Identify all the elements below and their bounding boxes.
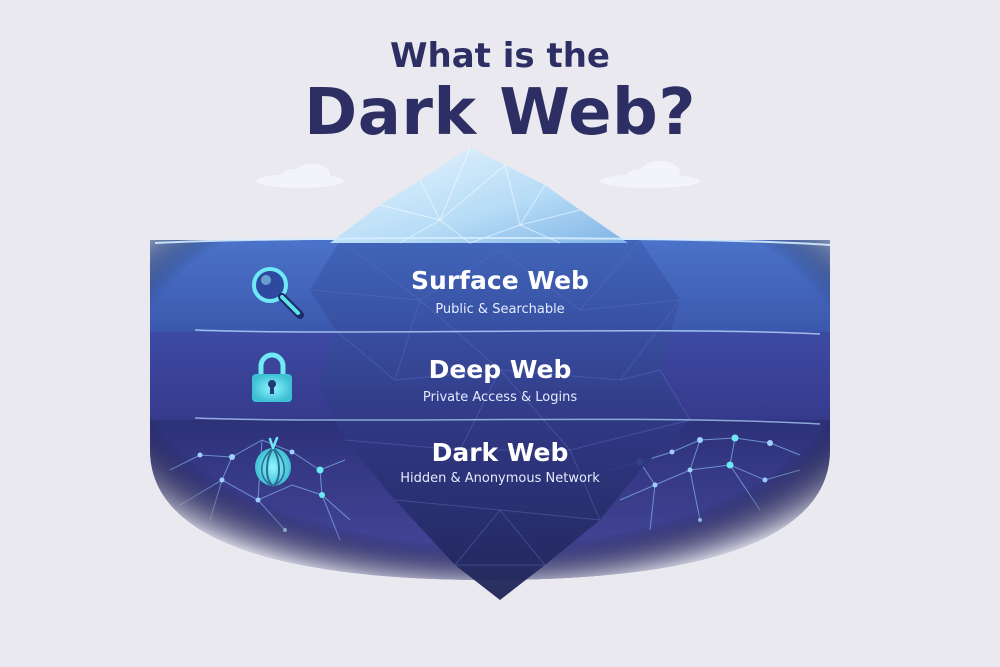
magnifier-icon (252, 267, 304, 319)
divider-deep-dark (194, 417, 821, 425)
deep-web-title: Deep Web (428, 355, 572, 384)
title-line-1: What is the (390, 36, 610, 76)
dark-web-subtitle: Hidden & Anonymous Network (400, 471, 600, 486)
surface-web-title: Surface Web (411, 266, 589, 295)
water-surface-line (154, 236, 831, 246)
onion-icon (255, 436, 291, 487)
padlock-icon (252, 352, 292, 402)
iceberg-tip (330, 147, 628, 244)
cloud-right (600, 161, 700, 188)
page-title: Dark Web? (304, 76, 696, 150)
cloud-left (256, 164, 344, 188)
deep-web-subtitle: Private Access & Logins (422, 390, 578, 405)
dark-web-title: Dark Web (431, 438, 569, 467)
divider-surface-deep (194, 329, 821, 335)
surface-web-subtitle: Public & Searchable (435, 302, 565, 317)
